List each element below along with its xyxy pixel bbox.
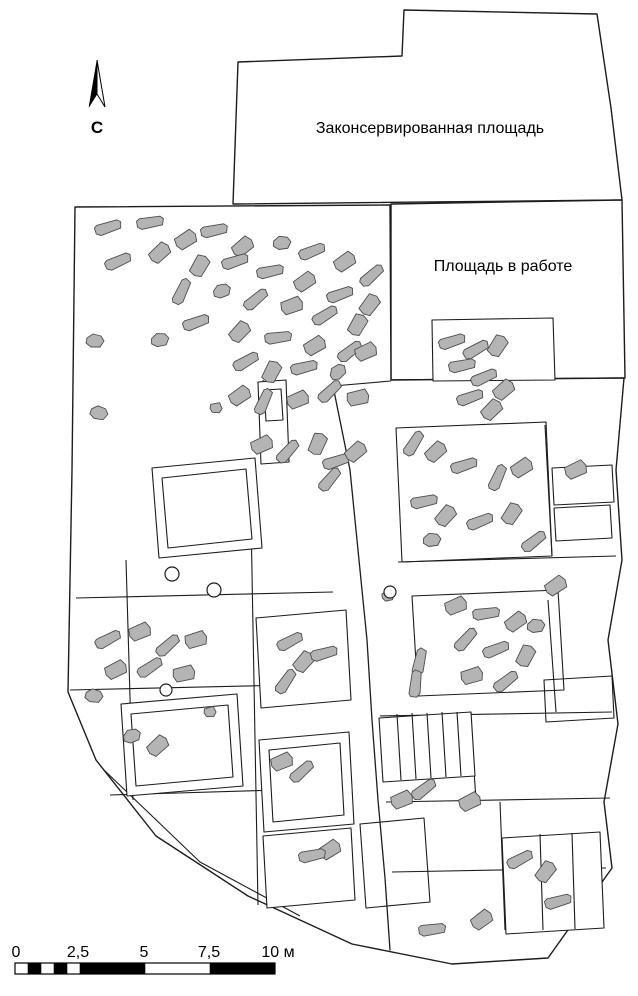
scale-tick-label: 10 м [261,944,294,961]
scale-tick-label: 0 [12,944,21,961]
north-label: С [91,118,103,137]
north-arrow-dark-half [88,59,98,108]
north-arrow: С [88,59,106,137]
conserved-area-label: Законсервированная площадь [316,120,544,137]
scale-tick-label: 5 [140,944,149,961]
scale-bar: 0 2,5 5 7,5 10 м [12,944,295,975]
pit-circles [159,566,397,697]
conserved-area-outline [232,9,623,205]
scale-tick-label: 7,5 [198,944,220,961]
north-arrow-light-half [96,59,106,108]
scale-tick-label: 2,5 [67,944,89,961]
work-area-label: Площадь в работе [434,258,573,275]
stone [209,402,223,414]
